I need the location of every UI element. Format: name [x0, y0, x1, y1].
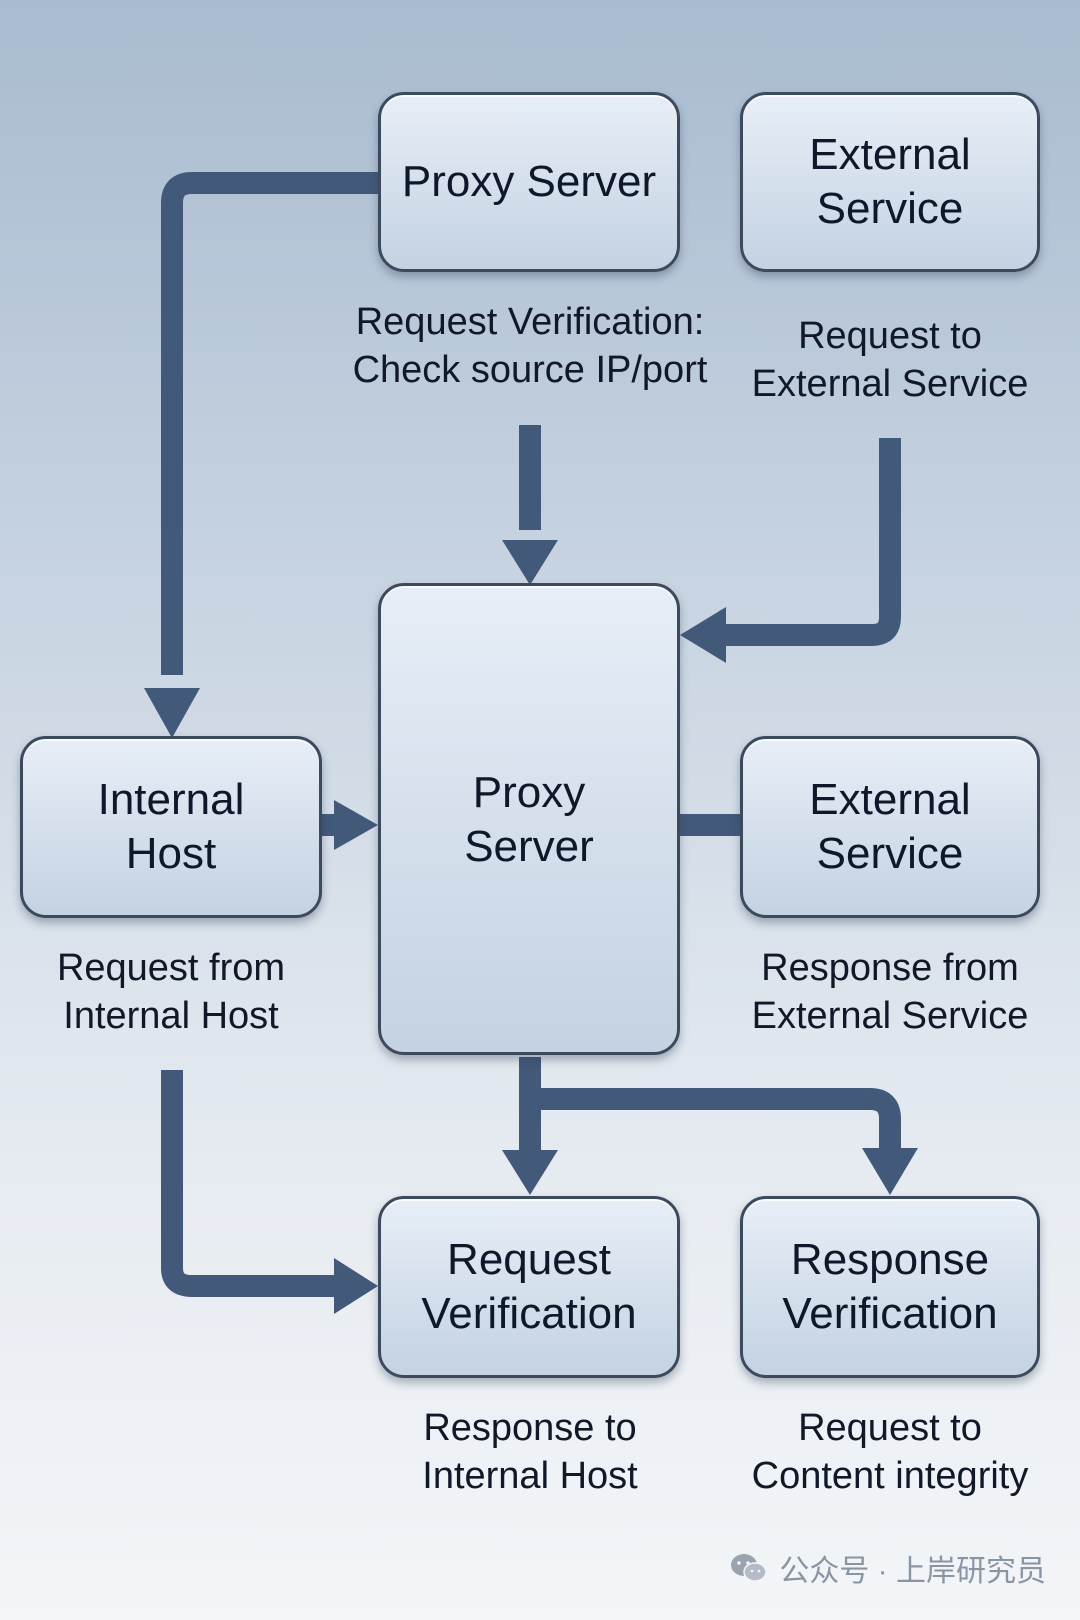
node-mid-external-service: External Service — [740, 736, 1040, 918]
arrowhead-request-verification-top — [502, 1150, 558, 1195]
caption-request-verification-check: Request Verification: Check source IP/po… — [352, 301, 708, 391]
arrowhead-center-proxy-right — [680, 607, 726, 663]
node-top-external-service: External Service — [740, 92, 1040, 272]
arrow-internal-to-request-verification — [161, 1070, 344, 1297]
node-top-proxy-server: Proxy Server — [378, 92, 680, 272]
node-internal-host: Internal Host — [20, 736, 322, 918]
arrowhead-response-verification-top — [862, 1148, 918, 1195]
wechat-icon — [731, 1554, 768, 1582]
arrowhead-request-verification-left — [334, 1258, 378, 1314]
node-label: Proxy Server — [401, 157, 657, 206]
watermark-text: 公众号 · 上岸研究员 — [779, 1555, 1046, 1588]
arrowhead-internal-host — [144, 688, 200, 738]
node-label: Request Verification — [421, 1235, 637, 1338]
caption-request-to-external-service: Request to External Service — [751, 315, 1029, 405]
watermark: 公众号 · 上岸研究员 — [729, 1546, 1046, 1590]
node-label: External Service — [809, 130, 971, 233]
arrow-proxy-to-response-verification — [530, 1088, 901, 1150]
caption-response-from-external-service: Response from External Service — [751, 947, 1029, 1037]
node-label: Internal Host — [97, 775, 245, 878]
caption-request-to-content-integrity: Request to Content integrity — [751, 1407, 1029, 1497]
arrow-top-proxy-to-internal-host — [161, 172, 378, 675]
caption-request-from-internal-host: Request from Internal Host — [56, 947, 286, 1037]
node-label: Proxy Server — [464, 768, 594, 871]
caption-response-to-internal-host: Response to Internal Host — [422, 1407, 638, 1497]
node-label: External Service — [809, 775, 971, 878]
arrowhead-center-proxy-left — [334, 800, 378, 850]
node-request-verification: Request Verification — [378, 1196, 680, 1378]
arrow-external-to-proxy — [712, 438, 901, 646]
node-response-verification: Response Verification — [740, 1196, 1040, 1378]
node-center-proxy-server: Proxy Server — [378, 583, 680, 1055]
arrowhead-center-proxy-top — [502, 540, 558, 585]
node-label: Response Verification — [782, 1235, 998, 1338]
